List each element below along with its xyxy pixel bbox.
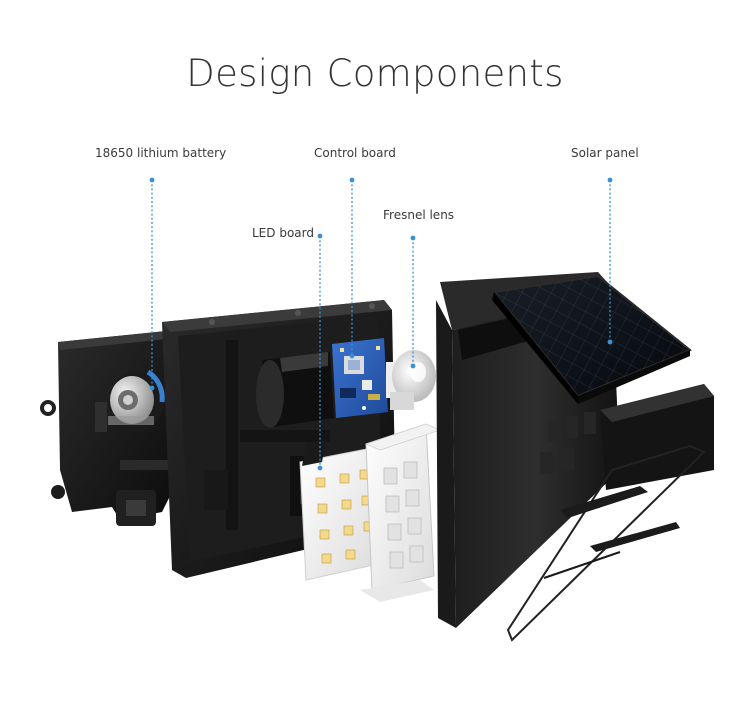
reflector-grid	[360, 423, 442, 602]
label-solar-panel: Solar panel	[571, 146, 639, 160]
control-board	[332, 338, 388, 418]
solar-panel	[492, 274, 692, 404]
callout-dots	[149, 177, 613, 471]
diagram-title: Design Components	[186, 52, 564, 95]
label-fresnel-lens: Fresnel lens	[383, 208, 455, 222]
fresnel-lens	[386, 350, 436, 410]
label-led-board: LED board	[252, 226, 314, 240]
label-control-board: Control board	[314, 146, 396, 160]
battery-assembly	[108, 369, 165, 432]
mounting-bracket	[40, 330, 178, 526]
label-battery: 18650 lithium battery	[95, 146, 227, 160]
led-board	[299, 440, 379, 581]
callout-leaders	[151, 180, 611, 468]
